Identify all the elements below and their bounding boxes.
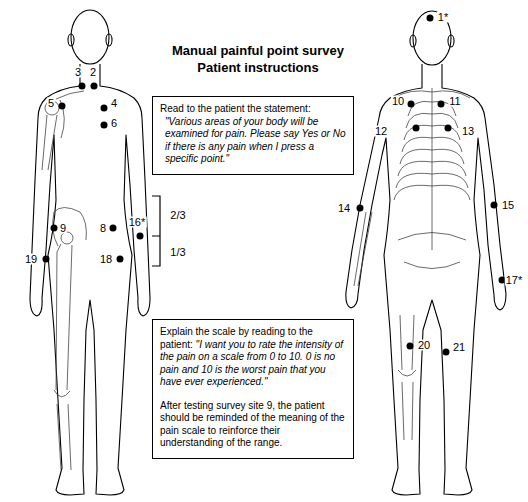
point-dot [101,122,108,129]
ear-outline [448,35,454,47]
tibia-line [57,404,71,470]
point-dot [79,83,86,90]
spine-line [432,88,433,250]
knee-skeleton [398,315,416,440]
survey-points [43,15,506,356]
subtitle: Patient instructions [196,61,319,74]
instruction-box: Read to the patient the statement:"Vario… [152,96,354,175]
callout-number: 9 [59,223,67,234]
callout-number: 2 [89,67,97,78]
callout-number: 3 [74,67,82,78]
pelvis-line [398,233,466,269]
point-dot [91,83,98,90]
point-dot [110,225,117,232]
callout-number: 18 [99,254,113,265]
ear-outline [106,34,112,46]
callout-number: 11 [448,96,461,107]
point-dot [137,233,144,240]
callout-number: 4 [110,98,118,109]
point-dot [491,202,498,209]
point-dot [413,125,420,132]
front-figure [30,10,150,495]
point-dot [443,349,450,356]
humerus-line [42,115,57,170]
point-dot [408,101,415,108]
knee-line [54,390,70,397]
femur-line [400,315,414,370]
instruction-text: "Various areas of your body will be exam… [165,116,346,166]
callout-number: 8 [99,223,107,234]
femur-line [56,244,72,390]
femoral-head [61,232,73,244]
point-dot [43,256,50,263]
point-dot [438,101,445,108]
body-outline [30,64,150,495]
point-dot [427,15,434,22]
fraction-label: 1/3 [169,247,186,258]
instruction-text: After testing survey site 9, the patient… [160,400,346,450]
callout-number: 19 [24,254,38,265]
point-dot [101,105,108,112]
point-dot [51,225,58,232]
callout-number: 6 [110,118,118,129]
point-dot [357,205,364,212]
callout-number: 1* [437,12,449,23]
point-dot [117,256,124,263]
point-dot [445,125,452,132]
callout-number: 21 [452,342,466,353]
instruction-box: Explain the scale by reading to the pati… [152,319,354,459]
callout-number: 20 [417,340,431,351]
forearm-bone [354,212,372,286]
ear-outline [410,35,416,47]
callout-number: 13 [461,126,475,137]
callout-number: 17* [505,275,524,286]
rib-line [394,185,470,200]
title-text: Manual painful point survey [172,44,344,57]
rib-cage [394,88,470,269]
knee-line [398,370,416,376]
callout-number: 12 [374,126,388,137]
back-figure [346,11,506,495]
callout-number: 10 [391,96,405,107]
fraction-label: 2/3 [169,210,186,221]
hip-skeleton [53,208,87,471]
clavicle-line [56,91,84,99]
body-outline [346,64,506,495]
tibia-line [402,382,413,440]
iliac-crest [54,208,86,241]
point-dot [59,103,66,110]
head-outline [413,11,451,65]
instruction-text: Read to the patient the statement: [160,103,346,116]
callout-number: 16* [128,217,147,228]
forearm-skeleton [354,212,372,286]
callout-number: 5 [47,98,55,109]
point-dot [407,343,414,350]
shoulder-skeleton [42,91,84,170]
callout-number: 14 [337,203,351,214]
head-outline [71,10,109,64]
ear-outline [68,34,74,46]
callout-number: 15 [501,200,515,211]
bracket [152,196,160,266]
